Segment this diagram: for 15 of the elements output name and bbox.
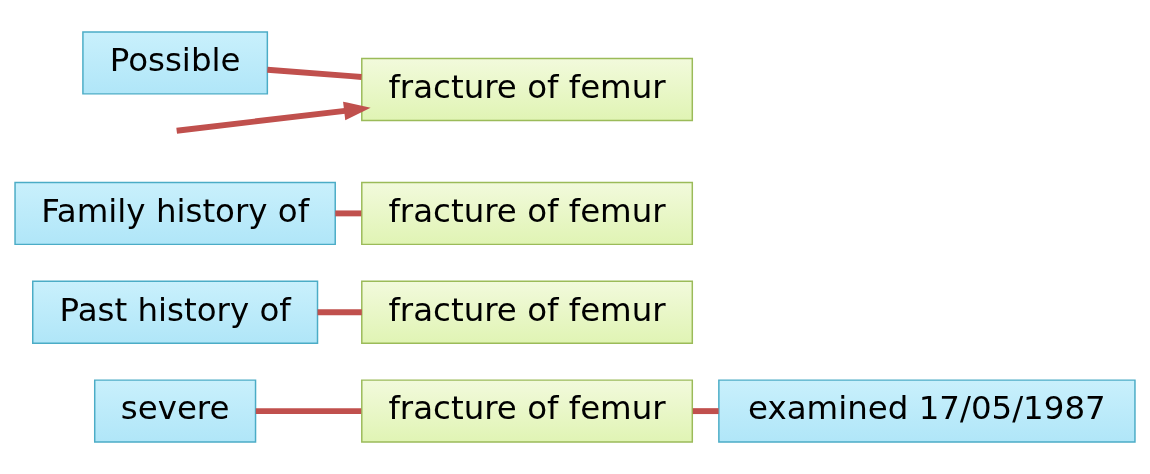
connector <box>317 309 362 316</box>
arrow <box>176 101 371 134</box>
connector <box>692 408 719 415</box>
node-box: Past history of <box>32 280 319 344</box>
node-box: Family history of <box>14 181 336 246</box>
connector <box>335 210 362 217</box>
node-box: fracture of femur <box>361 379 694 443</box>
node-box: severe <box>94 379 257 443</box>
node-box: fracture of femur <box>361 181 694 246</box>
node-box: examined 17/05/1987 <box>718 379 1136 443</box>
connector <box>267 66 362 80</box>
node-box: fracture of femur <box>361 280 694 344</box>
node-box: fracture of femur <box>361 57 694 122</box>
node-box: Possible <box>82 31 269 95</box>
connector <box>255 408 362 415</box>
